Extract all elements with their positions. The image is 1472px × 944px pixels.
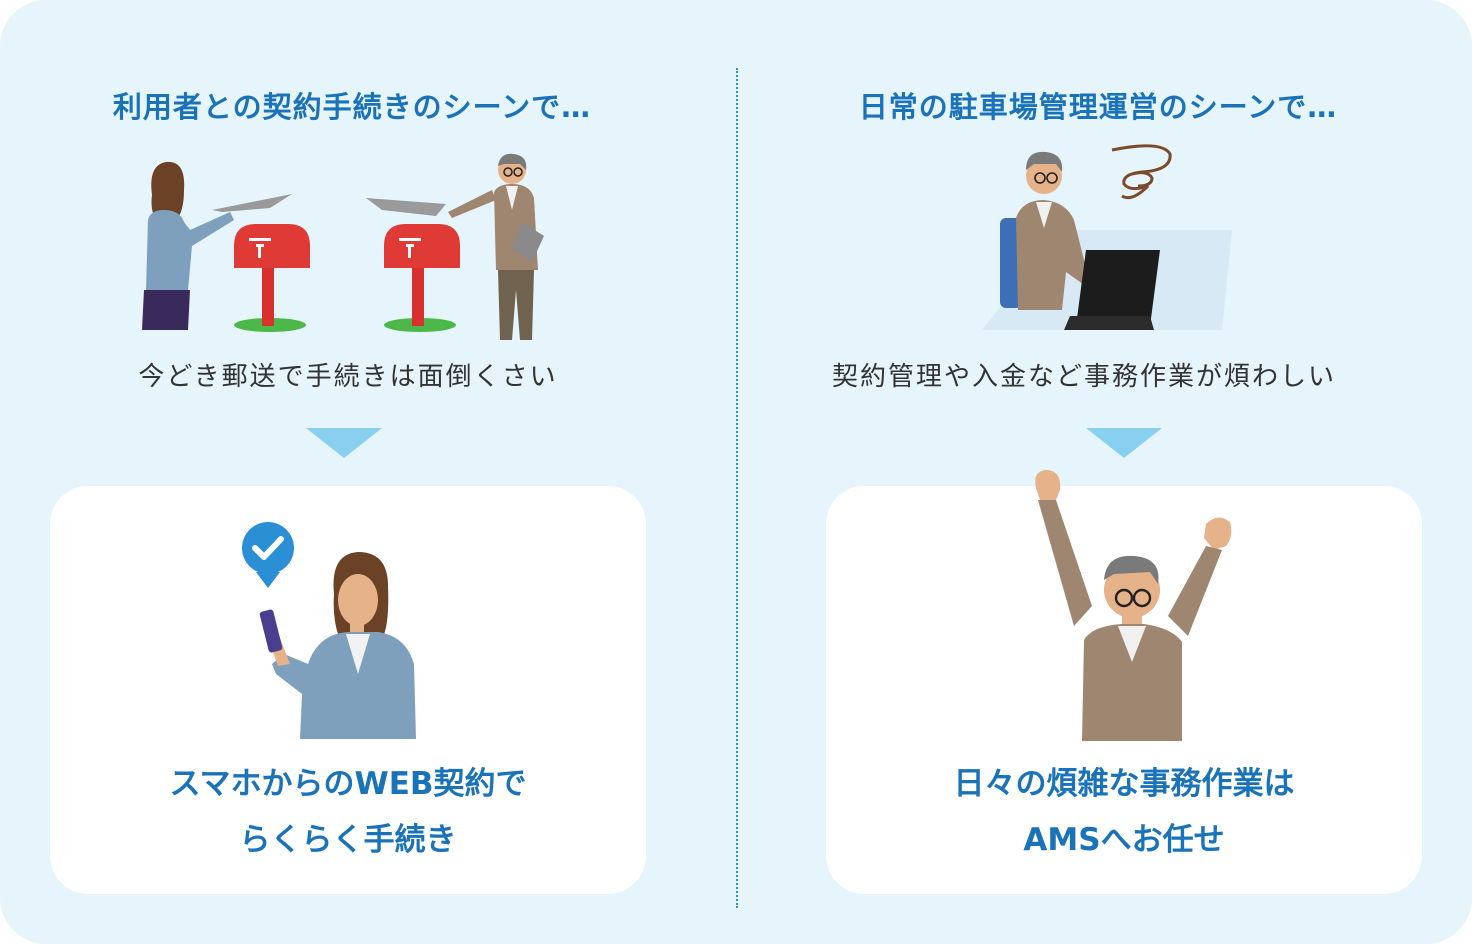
mailbox-icon	[234, 224, 310, 332]
man-cheering-illustration	[1035, 470, 1232, 741]
column-divider	[736, 68, 738, 908]
contract-solution-line1: スマホからのWEB契約で	[169, 766, 527, 802]
contract-scene-heading: 利用者との契約手続きのシーンで…	[112, 90, 592, 124]
stress-swirl-icon	[1111, 144, 1172, 200]
people-posting-mail-illustration	[142, 153, 544, 340]
contract-problem-text: 今どき郵送で手続きは面倒くさい	[138, 362, 558, 392]
contract-solution-text: スマホからのWEB契約で らくらく手続き	[50, 756, 646, 868]
management-scene-column: 日常の駐車場管理運営のシーンで… 契約管理や入金など事務作業が煩わしい 日々の煩…	[736, 0, 1472, 944]
mailbox-icon	[384, 224, 460, 332]
management-problem-text: 契約管理や入金など事務作業が煩わしい	[831, 362, 1336, 392]
down-arrow-icon	[1086, 428, 1162, 458]
man-at-computer-illustration	[982, 144, 1232, 330]
woman-posting-figure	[142, 161, 292, 330]
management-solution-text: 日々の煩雑な事務作業は AMSへお任せ	[826, 756, 1422, 868]
contract-solution-card: スマホからのWEB契約で らくらく手続き	[50, 486, 646, 894]
management-scene-heading: 日常の駐車場管理運営のシーンで…	[858, 90, 1338, 124]
check-badge-icon	[242, 522, 294, 588]
contract-scene-column: 利用者との契約手続きのシーンで…	[50, 90, 646, 894]
down-arrow-icon	[306, 428, 382, 458]
management-solution-line2: AMSへお任せ	[1023, 822, 1225, 858]
woman-with-smartphone-illustration	[242, 522, 416, 739]
management-solution-line1: 日々の煩雑な事務作業は	[953, 766, 1295, 802]
contract-solution-line2: らくらく手続き	[239, 822, 457, 858]
man-posting-figure	[366, 153, 544, 340]
